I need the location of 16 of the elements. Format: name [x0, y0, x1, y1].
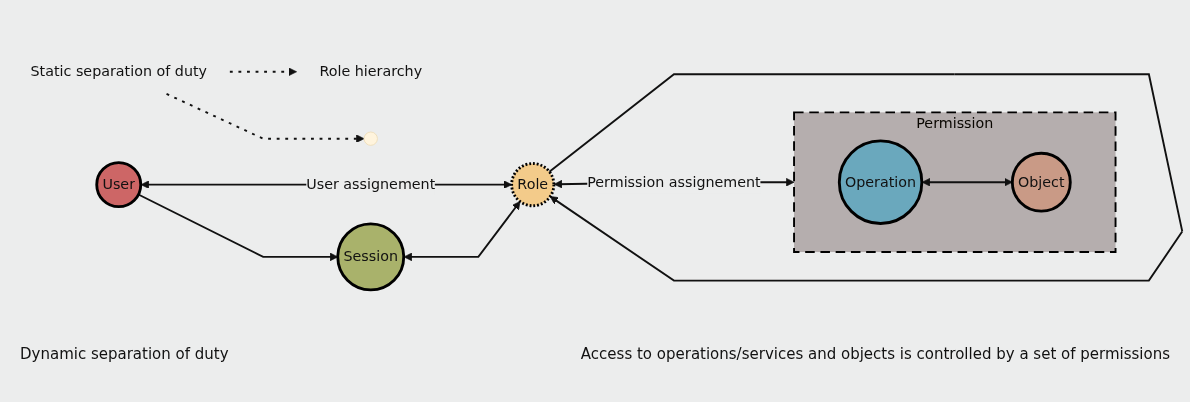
node-circle: Operation: [837, 139, 924, 226]
node-circle: Session: [336, 222, 406, 292]
note-text: Dynamic separation of duty: [20, 345, 229, 363]
node-circle: Role: [510, 162, 556, 208]
node-text: Static separation of duty: [30, 63, 207, 81]
arrow: [165, 93, 365, 144]
node-text: Role hierarchy: [319, 63, 423, 81]
edge-label: User assignement: [306, 176, 436, 194]
node-circle: User: [95, 161, 143, 209]
node-circle: Object: [1010, 152, 1072, 213]
arrow: [403, 201, 521, 262]
arrow: [548, 73, 1184, 282]
arrow: [921, 178, 1013, 187]
edge-label: Permission assignement: [587, 173, 761, 191]
arrow: [228, 67, 297, 77]
caption: Access to operations/services and objects is controlled by a set of permissions: [580, 345, 1170, 363]
